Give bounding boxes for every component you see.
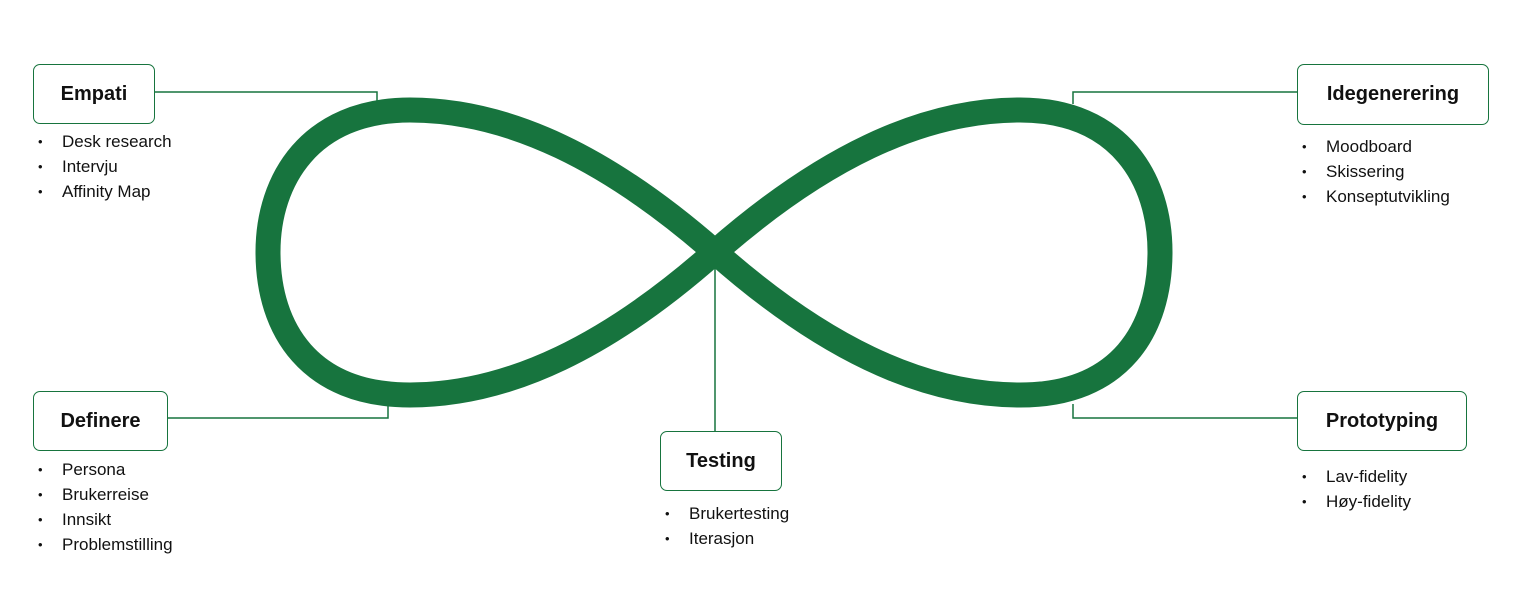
phase-definere-list: Persona Brukerreise Innsikt Problemstill… xyxy=(33,457,173,557)
list-item: Innsikt xyxy=(33,507,173,532)
list-item: Høy-fidelity xyxy=(1297,489,1411,514)
list-item: Intervju xyxy=(33,154,172,179)
phase-testing-box: Testing xyxy=(660,431,782,491)
connector-empati xyxy=(155,91,378,102)
list-item: Affinity Map xyxy=(33,179,172,204)
phase-title: Prototyping xyxy=(1325,409,1439,432)
phase-idegenerering-list: Moodboard Skissering Konseptutvikling xyxy=(1297,134,1450,209)
list-item: Brukertesting xyxy=(660,501,789,526)
connector-definere xyxy=(167,404,389,419)
connector-idegenerering xyxy=(1072,91,1297,104)
list-item: Konseptutvikling xyxy=(1297,184,1450,209)
infinity-loop xyxy=(255,97,1173,408)
phase-prototyping-list: Lav-fidelity Høy-fidelity xyxy=(1297,464,1411,514)
phase-prototyping-box: Prototyping xyxy=(1297,391,1467,451)
phase-title: Empati xyxy=(60,82,128,105)
connectors xyxy=(155,91,1297,431)
list-item: Lav-fidelity xyxy=(1297,464,1411,489)
phase-empati-box: Empati xyxy=(33,64,155,124)
phase-empati-list: Desk research Intervju Affinity Map xyxy=(33,129,172,204)
phase-title: Definere xyxy=(60,409,141,432)
phase-title: Testing xyxy=(686,449,756,472)
phase-title: Idegenerering xyxy=(1326,83,1460,105)
list-item: Brukerreise xyxy=(33,482,173,507)
connector-prototyping xyxy=(1072,404,1297,419)
list-item: Moodboard xyxy=(1297,134,1450,159)
list-item: Persona xyxy=(33,457,173,482)
phase-definere-box: Definere xyxy=(33,391,168,451)
phase-idegenerering-box: Idegenerering xyxy=(1297,64,1489,125)
list-item: Desk research xyxy=(33,129,172,154)
phase-testing-list: Brukertesting Iterasjon xyxy=(660,501,789,551)
list-item: Problemstilling xyxy=(33,532,173,557)
list-item: Skissering xyxy=(1297,159,1450,184)
list-item: Iterasjon xyxy=(660,526,789,551)
